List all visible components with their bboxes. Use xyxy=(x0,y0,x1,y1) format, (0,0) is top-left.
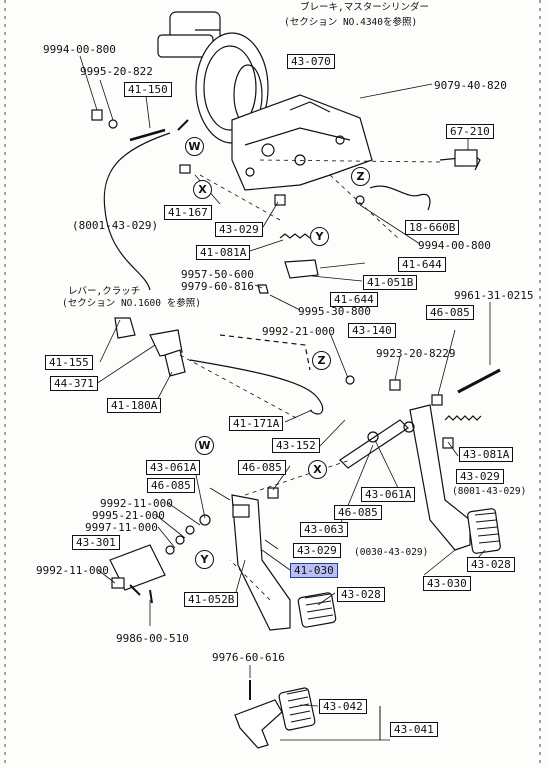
callout-9079-40-820[interactable]: 9079-40-820 xyxy=(434,79,507,92)
callout-9923-20-8229[interactable]: 9923-20-8229 xyxy=(376,347,456,360)
part-41-644-b[interactable]: 41-644 xyxy=(330,292,378,307)
callout-9994-00-800-b[interactable]: 9994-00-800 xyxy=(418,239,491,252)
callout-9979-60-816[interactable]: 9979-60-816 xyxy=(181,280,254,293)
ref-8001-43-029: (8001-43-029) xyxy=(72,219,159,232)
marker-y-low: Y xyxy=(195,550,214,569)
marker-w-top: W xyxy=(185,137,204,156)
part-46-085-left[interactable]: 46-085 xyxy=(147,478,195,493)
part-41-180a[interactable]: 41-180A xyxy=(107,398,162,413)
callout-9976-60-616[interactable]: 9976-60-616 xyxy=(212,651,285,664)
note-section-4340: (セクション NO.4340を参照) xyxy=(284,17,418,28)
part-43-070[interactable]: 43-070 xyxy=(287,54,335,69)
part-43-029[interactable]: 43-029 xyxy=(215,222,263,237)
part-41-644[interactable]: 41-644 xyxy=(398,257,446,272)
part-41-030-highlighted[interactable]: 41-030 xyxy=(290,563,338,578)
marker-x-mid: X xyxy=(308,460,327,479)
part-43-061a-right[interactable]: 43-061A xyxy=(361,487,416,502)
callout-9992-11-000[interactable]: 9992-11-000 xyxy=(100,497,173,510)
part-43-030[interactable]: 43-030 xyxy=(423,576,471,591)
accelerator-pedal-drawing xyxy=(234,680,316,749)
marker-z-mid: Z xyxy=(312,351,331,370)
clutch-pedal-drawing xyxy=(231,494,337,631)
marker-x-top: X xyxy=(193,180,212,199)
part-43-063[interactable]: 43-063 xyxy=(300,522,348,537)
callout-9997-11-000[interactable]: 9997-11-000 xyxy=(85,521,158,534)
ref-8001-43-029-right: (8001-43-029) xyxy=(452,486,527,497)
callout-9994-00-800[interactable]: 9994-00-800 xyxy=(43,43,116,56)
part-43-061a-left[interactable]: 43-061A xyxy=(146,460,201,475)
part-41-150[interactable]: 41-150 xyxy=(124,82,172,97)
callout-9957-50-600[interactable]: 9957-50-600 xyxy=(181,268,254,281)
callout-9961-31-0215[interactable]: 9961-31-0215 xyxy=(454,289,534,302)
callout-9986-00-510[interactable]: 9986-00-510 xyxy=(116,632,189,645)
part-41-171a[interactable]: 41-171A xyxy=(229,416,284,431)
part-43-029-right[interactable]: 43-029 xyxy=(456,469,504,484)
marker-y-top: Y xyxy=(310,227,329,246)
part-43-140[interactable]: 43-140 xyxy=(348,323,396,338)
part-43-042[interactable]: 43-042 xyxy=(319,699,367,714)
part-46-085-mid[interactable]: 46-085 xyxy=(238,460,286,475)
callout-9995-30-800[interactable]: 9995-30-800 xyxy=(298,305,371,318)
note-brake-master-cylinder: ブレーキ,マスターシリンダー xyxy=(300,2,430,13)
callout-9992-11-000-b[interactable]: 9992-11-000 xyxy=(36,564,109,577)
callout-9992-21-000[interactable]: 9992-21-000 xyxy=(262,325,335,338)
note-clutch-lever: レバー,クラッチ xyxy=(68,286,141,297)
note-section-1600: (セクション NO.1600 を参照) xyxy=(62,298,201,309)
part-43-028[interactable]: 43-028 xyxy=(337,587,385,602)
part-41-155[interactable]: 41-155 xyxy=(45,355,93,370)
part-46-085[interactable]: 46-085 xyxy=(426,305,474,320)
part-43-081a[interactable]: 43-081A xyxy=(459,447,514,462)
brake-pedal-drawing xyxy=(409,404,501,554)
part-41-051b[interactable]: 41-051B xyxy=(363,275,418,290)
clutch-cable-drawing xyxy=(103,132,171,291)
callout-9995-21-000[interactable]: 9995-21-000 xyxy=(92,509,165,522)
part-67-210[interactable]: 67-210 xyxy=(446,124,494,139)
part-43-041[interactable]: 43-041 xyxy=(390,722,438,737)
part-43-301[interactable]: 43-301 xyxy=(72,535,120,550)
marker-z-top: Z xyxy=(351,167,370,186)
part-43-029-low[interactable]: 43-029 xyxy=(293,543,341,558)
callout-9995-20-822[interactable]: 9995-20-822 xyxy=(80,65,153,78)
part-46-085-right[interactable]: 46-085 xyxy=(334,505,382,520)
part-18-660b[interactable]: 18-660B xyxy=(405,220,460,235)
part-43-028-right[interactable]: 43-028 xyxy=(467,557,515,572)
part-41-081a[interactable]: 41-081A xyxy=(196,245,251,260)
part-44-371[interactable]: 44-371 xyxy=(50,376,98,391)
ref-0030-43-029: (0030-43-029) xyxy=(354,547,429,558)
part-43-152[interactable]: 43-152 xyxy=(272,438,320,453)
part-41-052b[interactable]: 41-052B xyxy=(184,592,239,607)
part-41-167[interactable]: 41-167 xyxy=(164,205,212,220)
pedal-bracket-drawing xyxy=(231,94,373,191)
marker-w-mid: W xyxy=(195,436,214,455)
